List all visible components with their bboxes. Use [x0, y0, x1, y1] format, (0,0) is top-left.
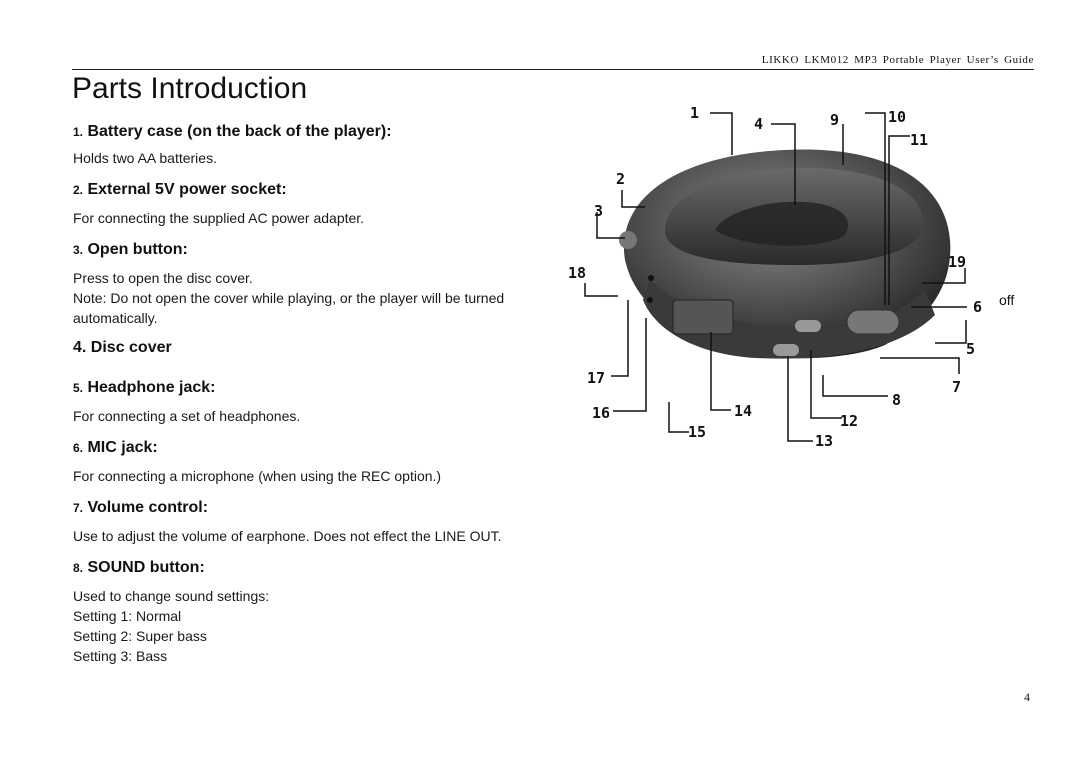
page-title: Parts Introduction: [72, 72, 308, 105]
button-small: [773, 344, 799, 356]
callout-6: 6: [973, 298, 983, 316]
off-label: off: [999, 292, 1015, 308]
player-diagram: [584, 112, 967, 442]
section-number: 5.: [73, 381, 84, 395]
callout-18: 18: [568, 264, 587, 282]
section-title: External 5V power socket:: [87, 181, 287, 198]
section-heading: 8. SOUND button:: [73, 556, 563, 578]
section-body: Holds two AA batteries.: [73, 148, 563, 168]
section-number: 3.: [73, 243, 84, 257]
callout-7: 7: [952, 378, 962, 396]
section-volume-control: 7. Volume control: Use to adjust the vol…: [73, 496, 563, 556]
section-title: Volume control:: [87, 499, 209, 516]
section-title: MIC jack:: [87, 439, 158, 456]
section-text: Note: Do not open the cover while playin…: [73, 290, 505, 306]
section-headphone-jack: 5. Headphone jack: For connecting a set …: [73, 376, 563, 436]
section-text: Used to change sound settings:: [73, 588, 270, 604]
section-text: For connecting a set of headphones.: [73, 408, 301, 424]
section-heading: 4. Disc cover: [73, 336, 563, 358]
section-open-button: 3. Open button: Press to open the disc c…: [73, 238, 563, 336]
section-sound-button: 8. SOUND button: Used to change sound se…: [73, 556, 563, 666]
section-heading: 6. MIC jack:: [73, 436, 563, 458]
callout-9: 9: [830, 111, 840, 129]
section-text: Setting 2: Super bass: [73, 628, 207, 644]
callout-15: 15: [688, 423, 707, 441]
section-heading: 2. External 5V power socket:: [73, 178, 563, 200]
callout-13: 13: [815, 432, 834, 450]
section-battery-case: 1. Battery case (on the back of the play…: [73, 120, 563, 170]
callout-4: 4: [754, 115, 764, 133]
callout-14: 14: [734, 402, 753, 420]
section-text: For connecting a microphone (when using …: [73, 468, 442, 484]
section-heading: 5. Headphone jack:: [73, 376, 563, 398]
callout-10: 10: [888, 108, 907, 126]
section-number: 1.: [73, 125, 84, 139]
section-text: automatically.: [73, 310, 158, 326]
callout-1: 1: [690, 104, 700, 122]
button-small: [795, 320, 821, 332]
lid-window: [715, 201, 849, 246]
callout-17: 17: [587, 369, 606, 387]
section-body: Press to open the disc cover. Note: Do n…: [73, 268, 563, 328]
section-title: 4. Disc cover: [73, 339, 172, 356]
section-text: Setting 3: Bass: [73, 648, 168, 664]
section-text: Setting 1: Normal: [73, 608, 182, 624]
jack: [648, 275, 654, 281]
page-number: 4: [1024, 690, 1030, 704]
section-number: 2.: [73, 183, 84, 197]
lcd-display: [672, 299, 734, 335]
section-text: Use to adjust the volume of earphone. Do…: [73, 528, 502, 544]
section-text: Holds two AA batteries.: [73, 150, 217, 166]
callout-19: 19: [948, 253, 967, 271]
callout-12: 12: [840, 412, 859, 430]
section-power-socket: 2. External 5V power socket: For connect…: [73, 178, 563, 238]
leader-lines: [584, 112, 967, 442]
section-number: 7.: [73, 501, 84, 515]
button-pair: [846, 309, 900, 335]
callout-8: 8: [892, 391, 902, 409]
section-heading: 7. Volume control:: [73, 496, 563, 518]
section-heading: 1. Battery case (on the back of the play…: [73, 120, 563, 142]
section-title: Battery case (on the back of the player)…: [87, 123, 392, 140]
section-body: For connecting a set of headphones.: [73, 406, 563, 426]
section-text: For connecting the supplied AC power ada…: [73, 210, 365, 226]
section-disc-cover: 4. Disc cover: [73, 336, 563, 376]
jack: [647, 297, 653, 303]
section-number: 6.: [73, 441, 84, 455]
callout-5: 5: [966, 340, 976, 358]
section-title: SOUND button:: [87, 559, 205, 576]
callout-11: 11: [910, 131, 929, 149]
section-text: Press to open the disc cover.: [73, 270, 253, 286]
running-header: LIKKO LKM012 MP3 Portable Player User’s …: [761, 54, 1034, 66]
section-title: Open button:: [87, 241, 188, 258]
section-heading: 3. Open button:: [73, 238, 563, 260]
callout-16: 16: [592, 404, 611, 422]
section-mic-jack: 6. MIC jack: For connecting a microphone…: [73, 436, 563, 496]
parts-list: 1. Battery case (on the back of the play…: [73, 120, 563, 666]
section-body: For connecting the supplied AC power ada…: [73, 208, 563, 228]
section-body: Use to adjust the volume of earphone. Do…: [73, 526, 563, 546]
open-button: [619, 231, 637, 249]
section-number: 8.: [73, 561, 84, 575]
section-title: Headphone jack:: [87, 379, 216, 396]
header-rule: [72, 69, 1034, 70]
section-body: For connecting a microphone (when using …: [73, 466, 563, 486]
section-body: Used to change sound settings: Setting 1…: [73, 586, 563, 666]
callout-2: 2: [616, 170, 626, 188]
callout-3: 3: [594, 202, 604, 220]
front-panel: [643, 280, 935, 359]
